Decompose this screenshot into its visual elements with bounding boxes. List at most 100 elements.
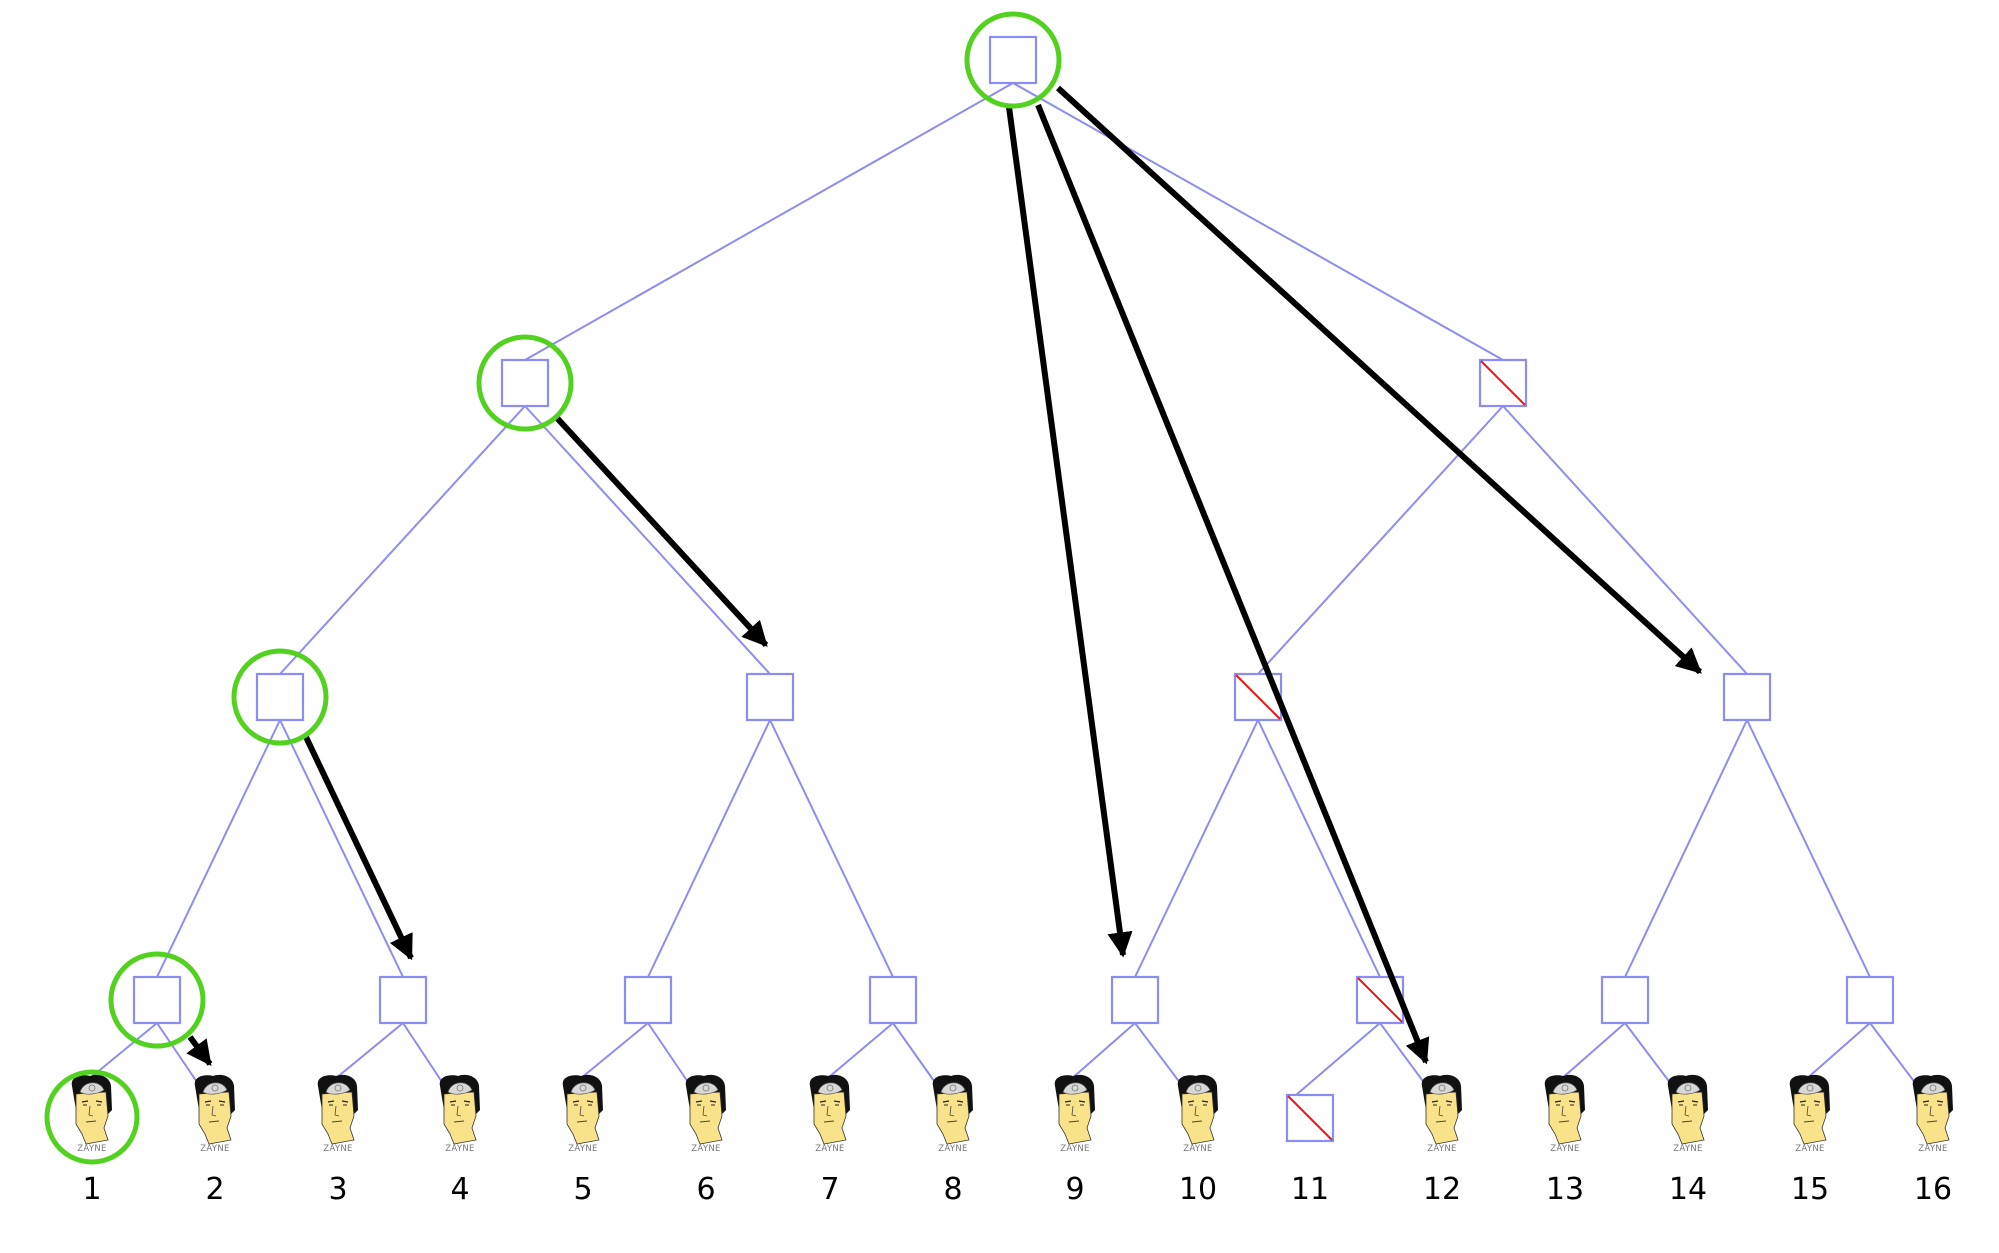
face-caption: ZAYNE: [1918, 1144, 1947, 1154]
node-box: [623, 975, 673, 1025]
face-icon: ZAYNE: [439, 1074, 480, 1154]
tree-node: [1845, 975, 1895, 1025]
face-icon: ZAYNE: [194, 1074, 235, 1154]
leaf-number: 14: [1669, 1172, 1707, 1207]
face-caption: ZAYNE: [1183, 1144, 1212, 1154]
face-caption: ZAYNE: [1795, 1144, 1824, 1154]
tree-edge: [769, 719, 894, 978]
tree-node: [255, 672, 305, 722]
leaf-9: ZAYNE 9: [1054, 1074, 1095, 1207]
leaf-16: ZAYNE 16: [1912, 1074, 1953, 1207]
face-caption: ZAYNE: [1550, 1144, 1579, 1154]
node-box: [1600, 975, 1650, 1025]
leaf-2: ZAYNE 2: [194, 1074, 235, 1207]
leaf-7: ZAYNE 7: [809, 1074, 850, 1207]
node-box: [255, 672, 305, 722]
leaf-5: ZAYNE 5: [562, 1074, 603, 1207]
face-icon: ZAYNE: [317, 1074, 358, 1154]
leaf-number: 13: [1546, 1172, 1584, 1207]
tree-edge: [156, 1022, 202, 1089]
tree-node: [132, 975, 182, 1025]
tree-edge: [156, 719, 281, 978]
prune-slash: [1235, 674, 1281, 720]
leaf-13: ZAYNE 13: [1544, 1074, 1585, 1207]
tree-edge: [1746, 719, 1871, 978]
tree-edge: [1379, 1022, 1429, 1089]
visited-ring: [231, 648, 329, 746]
leaf-4: ZAYNE 4: [439, 1074, 480, 1207]
leaf-number: 4: [450, 1172, 469, 1207]
face-icon: ZAYNE: [1789, 1074, 1830, 1154]
tree-edge: [1257, 719, 1381, 978]
leaf-number: 7: [820, 1172, 839, 1207]
face-icon: ZAYNE: [562, 1074, 603, 1154]
search-arrow: [186, 1035, 213, 1067]
pruned-node: [1478, 358, 1528, 408]
face-caption: ZAYNE: [568, 1144, 597, 1154]
tree-edge: [1502, 405, 1748, 675]
face-icon: ZAYNE: [809, 1074, 850, 1154]
leaf-14: ZAYNE 14: [1667, 1074, 1708, 1207]
face-caption: ZAYNE: [445, 1144, 474, 1154]
visited-ring: [108, 951, 206, 1049]
tree-edge: [647, 719, 771, 978]
node-box: [132, 975, 182, 1025]
leaf-number: 10: [1179, 1172, 1217, 1207]
visited-ring: [476, 334, 574, 432]
tree-node: [1600, 975, 1650, 1025]
leaf-number: 2: [205, 1172, 224, 1207]
leaf-number: 1: [82, 1172, 101, 1207]
tree-node: [988, 35, 1038, 85]
leaf-number: 5: [573, 1172, 592, 1207]
leaf-number: 11: [1291, 1172, 1329, 1207]
face-icon: ZAYNE: [685, 1074, 726, 1154]
visited-ring: [964, 11, 1062, 109]
face-icon: ZAYNE: [1177, 1074, 1218, 1154]
tree-node: [1722, 672, 1772, 722]
leaf-number: 12: [1423, 1172, 1461, 1207]
tree-edge: [1295, 1022, 1381, 1096]
search-arrow: [1055, 85, 1703, 675]
leaf-12: ZAYNE 12: [1421, 1074, 1462, 1207]
node-box: [1722, 672, 1772, 722]
leaf-number: 8: [943, 1172, 962, 1207]
tree-edge: [1257, 405, 1504, 675]
search-arrow: [303, 735, 414, 961]
prune-slash: [1357, 977, 1403, 1023]
face-icon: ZAYNE: [1667, 1074, 1708, 1154]
face-caption: ZAYNE: [77, 1144, 106, 1154]
search-arrow: [1006, 106, 1133, 958]
face-icon: ZAYNE: [71, 1074, 112, 1154]
node-box: [868, 975, 918, 1025]
tree-node: [868, 975, 918, 1025]
tree-nodes: [132, 35, 1895, 1025]
tree-edge: [524, 82, 1014, 361]
tree-edge: [524, 405, 771, 675]
leaf-number: 9: [1065, 1172, 1084, 1207]
tree-edge: [279, 405, 526, 675]
tree-edges: [77, 82, 1920, 1096]
face-icon: ZAYNE: [1054, 1074, 1095, 1154]
tree-edge: [279, 719, 404, 978]
leaf-number: 16: [1914, 1172, 1952, 1207]
tree-edge: [1869, 1022, 1920, 1089]
face-caption: ZAYNE: [323, 1144, 352, 1154]
tree-node: [500, 358, 550, 408]
tree-edge: [1012, 82, 1504, 361]
tree-edge: [647, 1022, 693, 1089]
node-box: [745, 672, 795, 722]
visited-ring: [44, 1069, 140, 1165]
node-box: [1110, 975, 1160, 1025]
search-arrows: [186, 85, 1703, 1067]
face-caption: ZAYNE: [691, 1144, 720, 1154]
leaf-number: 6: [696, 1172, 715, 1207]
search-arrow: [1035, 103, 1430, 1065]
face-caption: ZAYNE: [1427, 1144, 1456, 1154]
node-box: [988, 35, 1038, 85]
node-box: [1845, 975, 1895, 1025]
face-caption: ZAYNE: [200, 1144, 229, 1154]
